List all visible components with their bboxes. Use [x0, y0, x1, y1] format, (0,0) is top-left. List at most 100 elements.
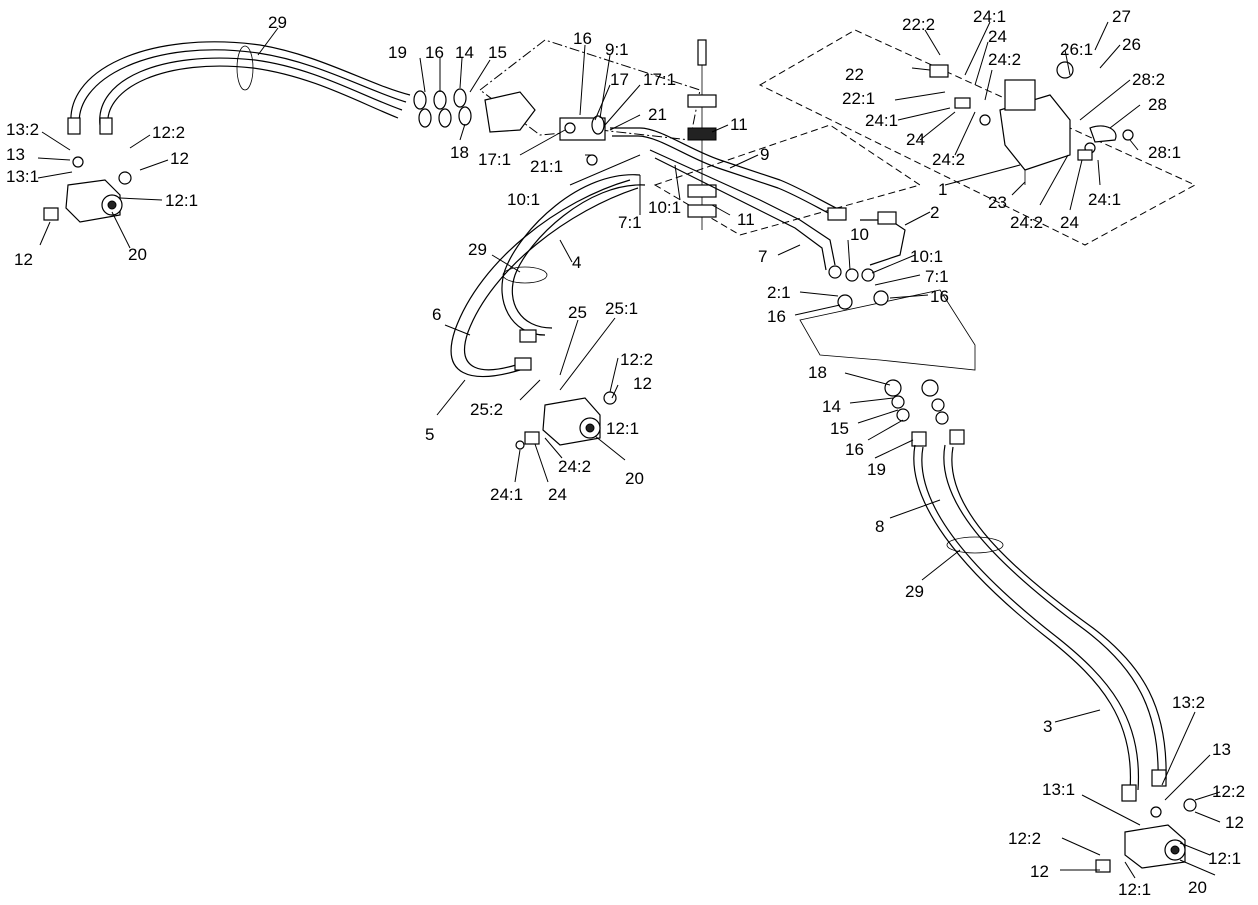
callout-13-2: 13:2 — [6, 120, 39, 139]
callout-12-2: 12:2 — [1212, 782, 1245, 801]
callout-17-1: 17:1 — [478, 150, 511, 169]
callout-13-2: 13:2 — [1172, 693, 1205, 712]
callout-12-2: 12:2 — [1008, 829, 1041, 848]
callout-6: 6 — [432, 305, 441, 324]
callout-15: 15 — [830, 419, 849, 438]
callout-10-1: 10:1 — [507, 190, 540, 209]
callout-29: 29 — [468, 240, 487, 259]
pump-top-left — [43, 156, 132, 223]
callout-12: 12 — [633, 374, 652, 393]
manifold-panel-outline — [758, 29, 1197, 246]
callout-24-2: 24:2 — [988, 50, 1021, 69]
callout-29: 29 — [268, 13, 287, 32]
callout-24-1: 24:1 — [865, 111, 898, 130]
callout-24-1: 24:1 — [1088, 190, 1121, 209]
callout-2-1: 2:1 — [767, 283, 791, 302]
callout-2: 2 — [930, 203, 939, 222]
callout-5: 5 — [425, 425, 434, 444]
leader-lines — [37, 21, 1221, 879]
callout-18: 18 — [808, 363, 827, 382]
callout-28-2: 28:2 — [1132, 70, 1165, 89]
callout-25-2: 25:2 — [470, 400, 503, 419]
callout-26: 26 — [1122, 35, 1141, 54]
callout-1: 1 — [938, 180, 947, 199]
callout-13: 13 — [6, 145, 25, 164]
callout-24-2: 24:2 — [1010, 213, 1043, 232]
callout-16: 16 — [573, 29, 592, 48]
callout-22: 22 — [845, 65, 864, 84]
callout-21: 21 — [648, 105, 667, 124]
callout-8: 8 — [875, 517, 884, 536]
manifold-block — [929, 61, 1134, 185]
callout-25: 25 — [568, 303, 587, 322]
callout-16: 16 — [845, 440, 864, 459]
callout-22-1: 22:1 — [842, 89, 875, 108]
callout-24: 24 — [988, 27, 1007, 46]
callout-15: 15 — [488, 43, 507, 62]
callout-11: 11 — [737, 210, 755, 229]
lower-frame-plate — [799, 289, 976, 371]
callout-17: 17 — [610, 70, 629, 89]
callout-22-2: 22:2 — [902, 15, 935, 34]
callout-16: 16 — [767, 307, 786, 326]
callout-27: 27 — [1112, 7, 1131, 26]
callout-10: 10 — [850, 225, 869, 244]
callout-13-1: 13:1 — [6, 167, 39, 186]
callout-12-1: 12:1 — [1118, 880, 1151, 899]
callout-24: 24 — [548, 485, 567, 504]
callout-3: 3 — [1043, 717, 1052, 736]
callout-26-1: 26:1 — [1060, 40, 1093, 59]
center-valve-assembly — [559, 115, 606, 166]
callout-7: 7 — [758, 247, 767, 266]
valve-fitting-cluster — [413, 88, 536, 133]
callout-7-1: 7:1 — [925, 267, 949, 286]
callout-9: 9 — [760, 145, 769, 164]
callout-24: 24 — [1060, 213, 1079, 232]
callout-18: 18 — [450, 143, 469, 162]
callout-24-2: 24:2 — [932, 150, 965, 169]
callout-29: 29 — [905, 582, 924, 601]
hose-bundle-lower-right — [913, 444, 1167, 802]
callout-24-1: 24:1 — [973, 7, 1006, 26]
callout-19: 19 — [388, 43, 407, 62]
callout-21-1: 21:1 — [530, 157, 563, 176]
callout-9-1: 9:1 — [605, 40, 629, 59]
pump-lower-right — [1095, 798, 1197, 873]
callout-24-2: 24:2 — [558, 457, 591, 476]
callout-28-1: 28:1 — [1148, 143, 1181, 162]
callout-23: 23 — [988, 193, 1007, 212]
callout-24: 24 — [906, 130, 925, 149]
lower-right-fittings — [884, 379, 965, 447]
callout-12-1: 12:1 — [1208, 849, 1241, 868]
callout-4: 4 — [572, 253, 581, 272]
callout-28: 28 — [1148, 95, 1167, 114]
callout-20: 20 — [128, 245, 147, 264]
steel-tubes — [610, 127, 906, 310]
tube-panel-outline — [653, 124, 922, 236]
callout-16: 16 — [930, 287, 949, 306]
bolt-stack-11 — [687, 39, 717, 230]
callout-13: 13 — [1212, 740, 1231, 759]
hose-bundle-top-left — [67, 41, 411, 135]
callout-20: 20 — [625, 469, 644, 488]
callout-19: 19 — [867, 460, 886, 479]
callout-20: 20 — [1188, 878, 1207, 897]
callout-12-2: 12:2 — [152, 123, 185, 142]
callout-14: 14 — [822, 397, 841, 416]
callout-24-1: 24:1 — [490, 485, 523, 504]
callout-14: 14 — [455, 43, 474, 62]
callout-12-1: 12:1 — [165, 191, 198, 210]
callout-25-1: 25:1 — [605, 299, 638, 318]
callout-13-1: 13:1 — [1042, 780, 1075, 799]
callout-12: 12 — [14, 250, 33, 269]
callout-7-1: 7:1 — [618, 213, 642, 232]
callout-12: 12 — [170, 149, 189, 168]
callout-10-1: 10:1 — [910, 247, 943, 266]
callout-12: 12 — [1030, 862, 1049, 881]
callout-labels: 29 19 16 14 15 18 16 9:1 17 17:1 21 21:1… — [6, 7, 1245, 899]
callout-11: 11 — [730, 115, 748, 134]
callout-12: 12 — [1225, 813, 1244, 832]
callout-10-1: 10:1 — [648, 198, 681, 217]
